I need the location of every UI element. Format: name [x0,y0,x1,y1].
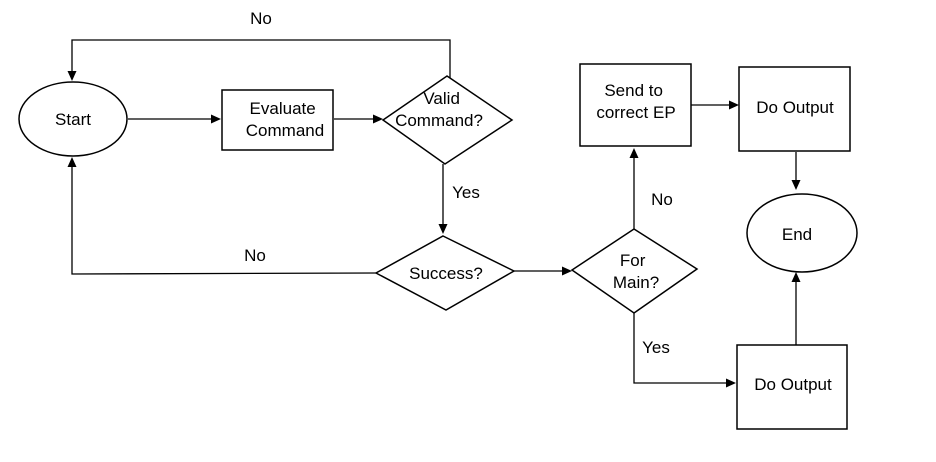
end-label: End [782,225,812,244]
arrowhead [211,114,221,124]
arrowhead [729,100,739,110]
evaluate-command-label-line: Evaluate [250,99,316,118]
arrowhead [438,224,448,234]
edge-label-valid-no: No [250,9,272,28]
evaluate-command-label: Evaluate Command [246,99,324,140]
do-output-top-label: Do Output [756,98,834,117]
arrowhead [373,114,383,124]
do-output-bottom-node: Do Output [736,344,848,430]
arrowhead [629,148,639,158]
edge-label-valid-yes: Yes [452,183,480,202]
success-decision: Success? [374,235,516,311]
arrowhead [562,266,572,276]
start-node: Start [18,81,128,157]
valid-command-label: Valid Command? [395,89,483,130]
for-main-label: For Main? [613,251,659,292]
valid-command-label-line: Command? [395,111,483,130]
valid-command-decision: Valid Command? [381,75,514,165]
arrowhead [791,180,801,190]
success-label: Success? [409,264,483,283]
valid-command-label-line: Valid [423,89,460,108]
edge-label-success-no: No [244,246,266,265]
edge-formain-yes-to-output-bottom [633,313,727,384]
for-main-label-line: For [620,251,646,270]
send-to-correct-ep-label-line: correct EP [596,103,675,122]
arrowhead [67,71,77,81]
end-node: End [746,193,858,273]
edge-label-for-main-yes: Yes [642,338,670,357]
for-main-decision: For Main? [570,228,699,314]
edge-label-for-main-no: No [651,190,673,209]
arrowhead [791,272,801,282]
for-main-label-line: Main? [613,273,659,292]
do-output-bottom-label: Do Output [754,375,832,394]
send-to-correct-ep-node: Send to correct EP [579,63,692,147]
do-output-top-node: Do Output [738,66,851,152]
edge-success-no-to-start [71,166,377,275]
arrowhead [67,157,77,167]
send-to-correct-ep-label-line: Send to [604,81,663,100]
evaluate-command-node: Evaluate Command [221,89,334,151]
evaluate-command-label-line: Command [246,121,324,140]
arrowhead [726,378,736,388]
send-to-correct-ep-label: Send to correct EP [596,81,675,122]
edge-valid-no-to-start [71,39,451,80]
start-label: Start [55,110,91,129]
